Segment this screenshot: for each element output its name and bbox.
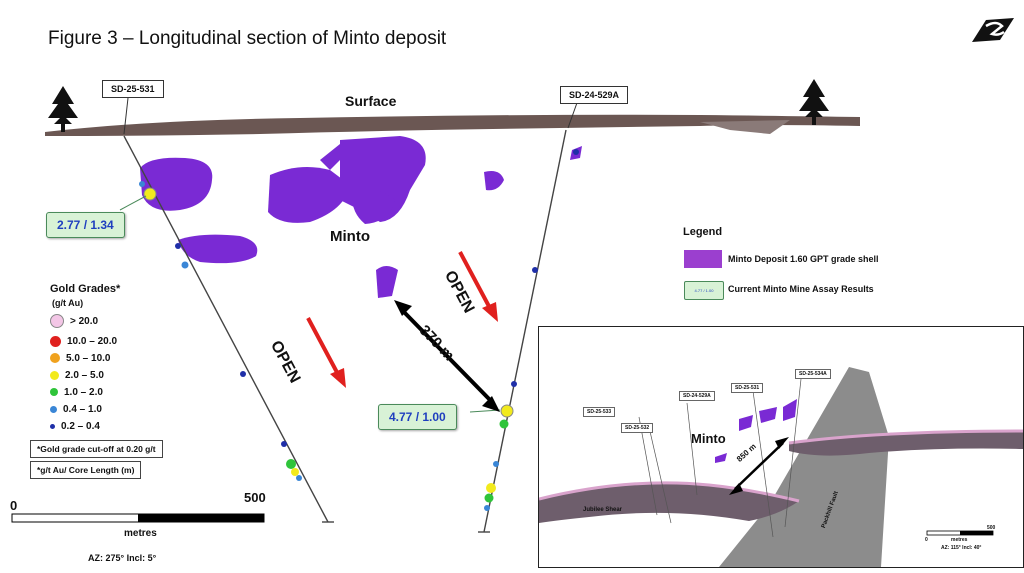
distance-arrow-370m [394, 300, 500, 412]
tree-icon-left [48, 86, 78, 132]
grade-label: 10.0 – 20.0 [67, 335, 118, 347]
company-logo [972, 18, 1014, 42]
open-arrow-right [458, 251, 498, 322]
surface-topography [45, 114, 860, 136]
cutoff-note: *Gold grade cut-off at 0.20 g/t [30, 440, 163, 458]
inset-hole-label: SD-24-529A [679, 391, 715, 401]
grade-label: 2.0 – 5.0 [65, 369, 104, 381]
grade-row: 5.0 – 10.0 [50, 350, 110, 366]
packhill-fault-plane [719, 367, 889, 567]
legend-swatch-grade-shell [684, 250, 722, 268]
gold-grades-unit: (g/t Au) [52, 298, 84, 308]
core-length-note: *g/t Au/ Core Length (m) [30, 461, 142, 479]
figure-title: Figure 3 – Longitudinal section of Minto… [48, 28, 447, 49]
grade-label: 1.0 – 2.0 [64, 386, 103, 398]
inset-drawing [539, 367, 1023, 567]
open-arrow-left [306, 317, 346, 388]
inset-hole-label: SD-25-532 [621, 423, 654, 433]
gold-grades-title: Gold Grades* [50, 283, 121, 295]
tree-icon-right [799, 79, 829, 125]
scale-unit-label: metres [124, 528, 157, 539]
grade-label: > 20.0 [70, 315, 99, 327]
inset-3d-view: Minto 850 m SD-25-533 SD-25-532 SD-24-52… [538, 326, 1024, 568]
grade-row: > 20.0 [50, 313, 98, 329]
grade-row: 2.0 – 5.0 [50, 367, 104, 383]
drillhole-trace-sd-25-531 [123, 135, 329, 523]
grade-circle-icon [50, 405, 57, 413]
inset-jubilee-label: Jubilee Shear [583, 507, 623, 513]
grade-label: 0.2 – 0.4 [61, 420, 100, 432]
inset-scale-left: 0 [925, 537, 928, 543]
drillhole-label-sd-25-531: SD-25-531 [102, 80, 164, 98]
grade-row: 1.0 – 2.0 [50, 384, 103, 400]
inset-hole-label: SD-25-533 [583, 407, 616, 417]
assay-points-hole-1 [139, 181, 302, 481]
inset-hole-label: SD-25-531 [731, 383, 764, 393]
grade-circle-icon [50, 423, 55, 429]
inset-scale-unit: metres [951, 537, 968, 543]
legend-title: Legend [683, 226, 723, 238]
grade-circle-icon [50, 314, 64, 328]
grade-shells [140, 136, 582, 298]
grade-label: 0.4 – 1.0 [63, 403, 102, 415]
grade-circle-icon [50, 370, 59, 380]
grade-row: 0.4 – 1.0 [50, 401, 102, 417]
scale-right-label: 500 [244, 490, 266, 505]
surface-label: Surface [345, 93, 397, 109]
drillhole-label-sd-24-529a: SD-24-529A [560, 86, 629, 104]
scale-left-label: 0 [10, 498, 18, 513]
grade-label: 5.0 – 10.0 [66, 352, 111, 364]
assay-callout-2: 4.77 / 1.00 [378, 404, 457, 430]
minto-label: Minto [330, 228, 370, 245]
legend-item-grade-shell: Minto Deposit 1.60 GPT grade shell [728, 254, 879, 264]
grade-row: 10.0 – 20.0 [50, 333, 117, 349]
inset-minto-label: Minto [691, 431, 726, 446]
grade-circle-icon [50, 335, 61, 347]
legend-assay-icon: 4.77 / 1.00 [684, 281, 724, 300]
assay-points-hole-2 [484, 149, 579, 511]
grade-circle-icon [50, 353, 60, 363]
orientation-label: AZ: 275° Incl: 5° [88, 553, 157, 563]
inset-scale-right: 500 [987, 525, 996, 531]
legend-item-assay: Current Minto Mine Assay Results [728, 284, 874, 294]
inset-hole-label: SD-25-534A [795, 369, 831, 379]
assay-callout-1: 2.77 / 1.34 [46, 212, 125, 238]
grade-circle-icon [50, 388, 58, 396]
grade-row: 0.2 – 0.4 [50, 418, 100, 434]
inset-orientation: AZ: 115° Incl: 40° [941, 545, 982, 551]
